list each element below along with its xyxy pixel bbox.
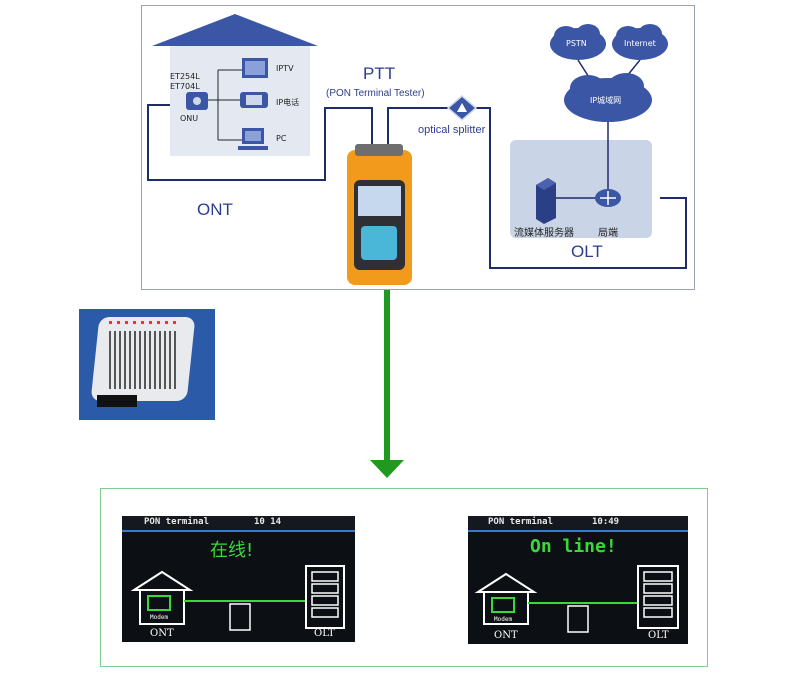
- onu-icon: [186, 92, 208, 110]
- modem-box: [147, 595, 171, 611]
- screen-modem-label: Modem: [150, 614, 169, 621]
- optical-splitter-icon: [446, 95, 478, 121]
- screen-olt-label: OLT: [648, 630, 669, 641]
- ont-label: ONT: [197, 200, 233, 219]
- screen-time: 10:49: [592, 517, 620, 527]
- ptt-title: PTT: [363, 64, 396, 83]
- olt-label: OLT: [571, 242, 603, 261]
- screen-title: PON terminal: [488, 517, 554, 527]
- tester-screen-english: PON terminal 10:49 On line! Modem ONT OL…: [468, 516, 688, 644]
- house-outline-icon: [130, 570, 194, 591]
- ptt-subtitle: (PON Terminal Tester): [326, 88, 425, 99]
- home-model-1: ET254L: [170, 72, 200, 81]
- screen-ont-label: ONT: [150, 628, 174, 639]
- screen-title: PON terminal: [144, 517, 210, 527]
- ip-phone-icon: [240, 92, 268, 108]
- screen-olt-label: OLT: [314, 628, 335, 639]
- media-server-label: 流媒体服务器: [514, 228, 574, 239]
- house-outline-icon: [474, 572, 538, 593]
- green-arrow-head: [370, 460, 404, 478]
- splitter-olt-line: [470, 107, 687, 269]
- router-icon: [595, 189, 621, 207]
- onu-label: ONU: [180, 114, 199, 123]
- calculator-icon: [567, 605, 589, 633]
- pc-icon: [238, 128, 268, 150]
- calculator-icon: [229, 603, 251, 631]
- ip-phone-label: IP电话: [276, 98, 300, 107]
- optical-splitter-label: optical splitter: [418, 124, 486, 136]
- ont-link-line: [147, 104, 373, 181]
- home-model-2: ET704L: [170, 82, 200, 91]
- screen-status: On line!: [530, 536, 617, 557]
- screen-ont-label: ONT: [494, 630, 518, 641]
- ont-device-photo: [79, 309, 215, 420]
- pstn-cloud-icon: [550, 24, 606, 60]
- metro-network-label: IP城域网: [590, 96, 622, 105]
- pc-label: PC: [276, 134, 287, 143]
- ptt-device-image: [347, 144, 412, 285]
- office-label: 局端: [598, 228, 618, 239]
- ptt-splitter-line: [387, 107, 455, 155]
- iptv-icon: [242, 58, 268, 78]
- pstn-label: PSTN: [566, 39, 587, 48]
- internet-cloud-icon: [612, 24, 668, 60]
- internet-label: Internet: [624, 39, 656, 48]
- media-server-icon: [536, 178, 556, 224]
- modem-box: [491, 597, 515, 613]
- house-roof: [152, 14, 318, 46]
- iptv-label: IPTV: [276, 64, 294, 73]
- tester-screen-chinese: PON terminal 10 14 在线! Modem ONT OLT: [122, 516, 355, 642]
- screen-modem-label: Modem: [494, 616, 513, 623]
- screen-time: 10 14: [254, 517, 282, 527]
- metro-network-cloud-icon: [564, 73, 652, 122]
- screen-status: 在线!: [210, 540, 254, 561]
